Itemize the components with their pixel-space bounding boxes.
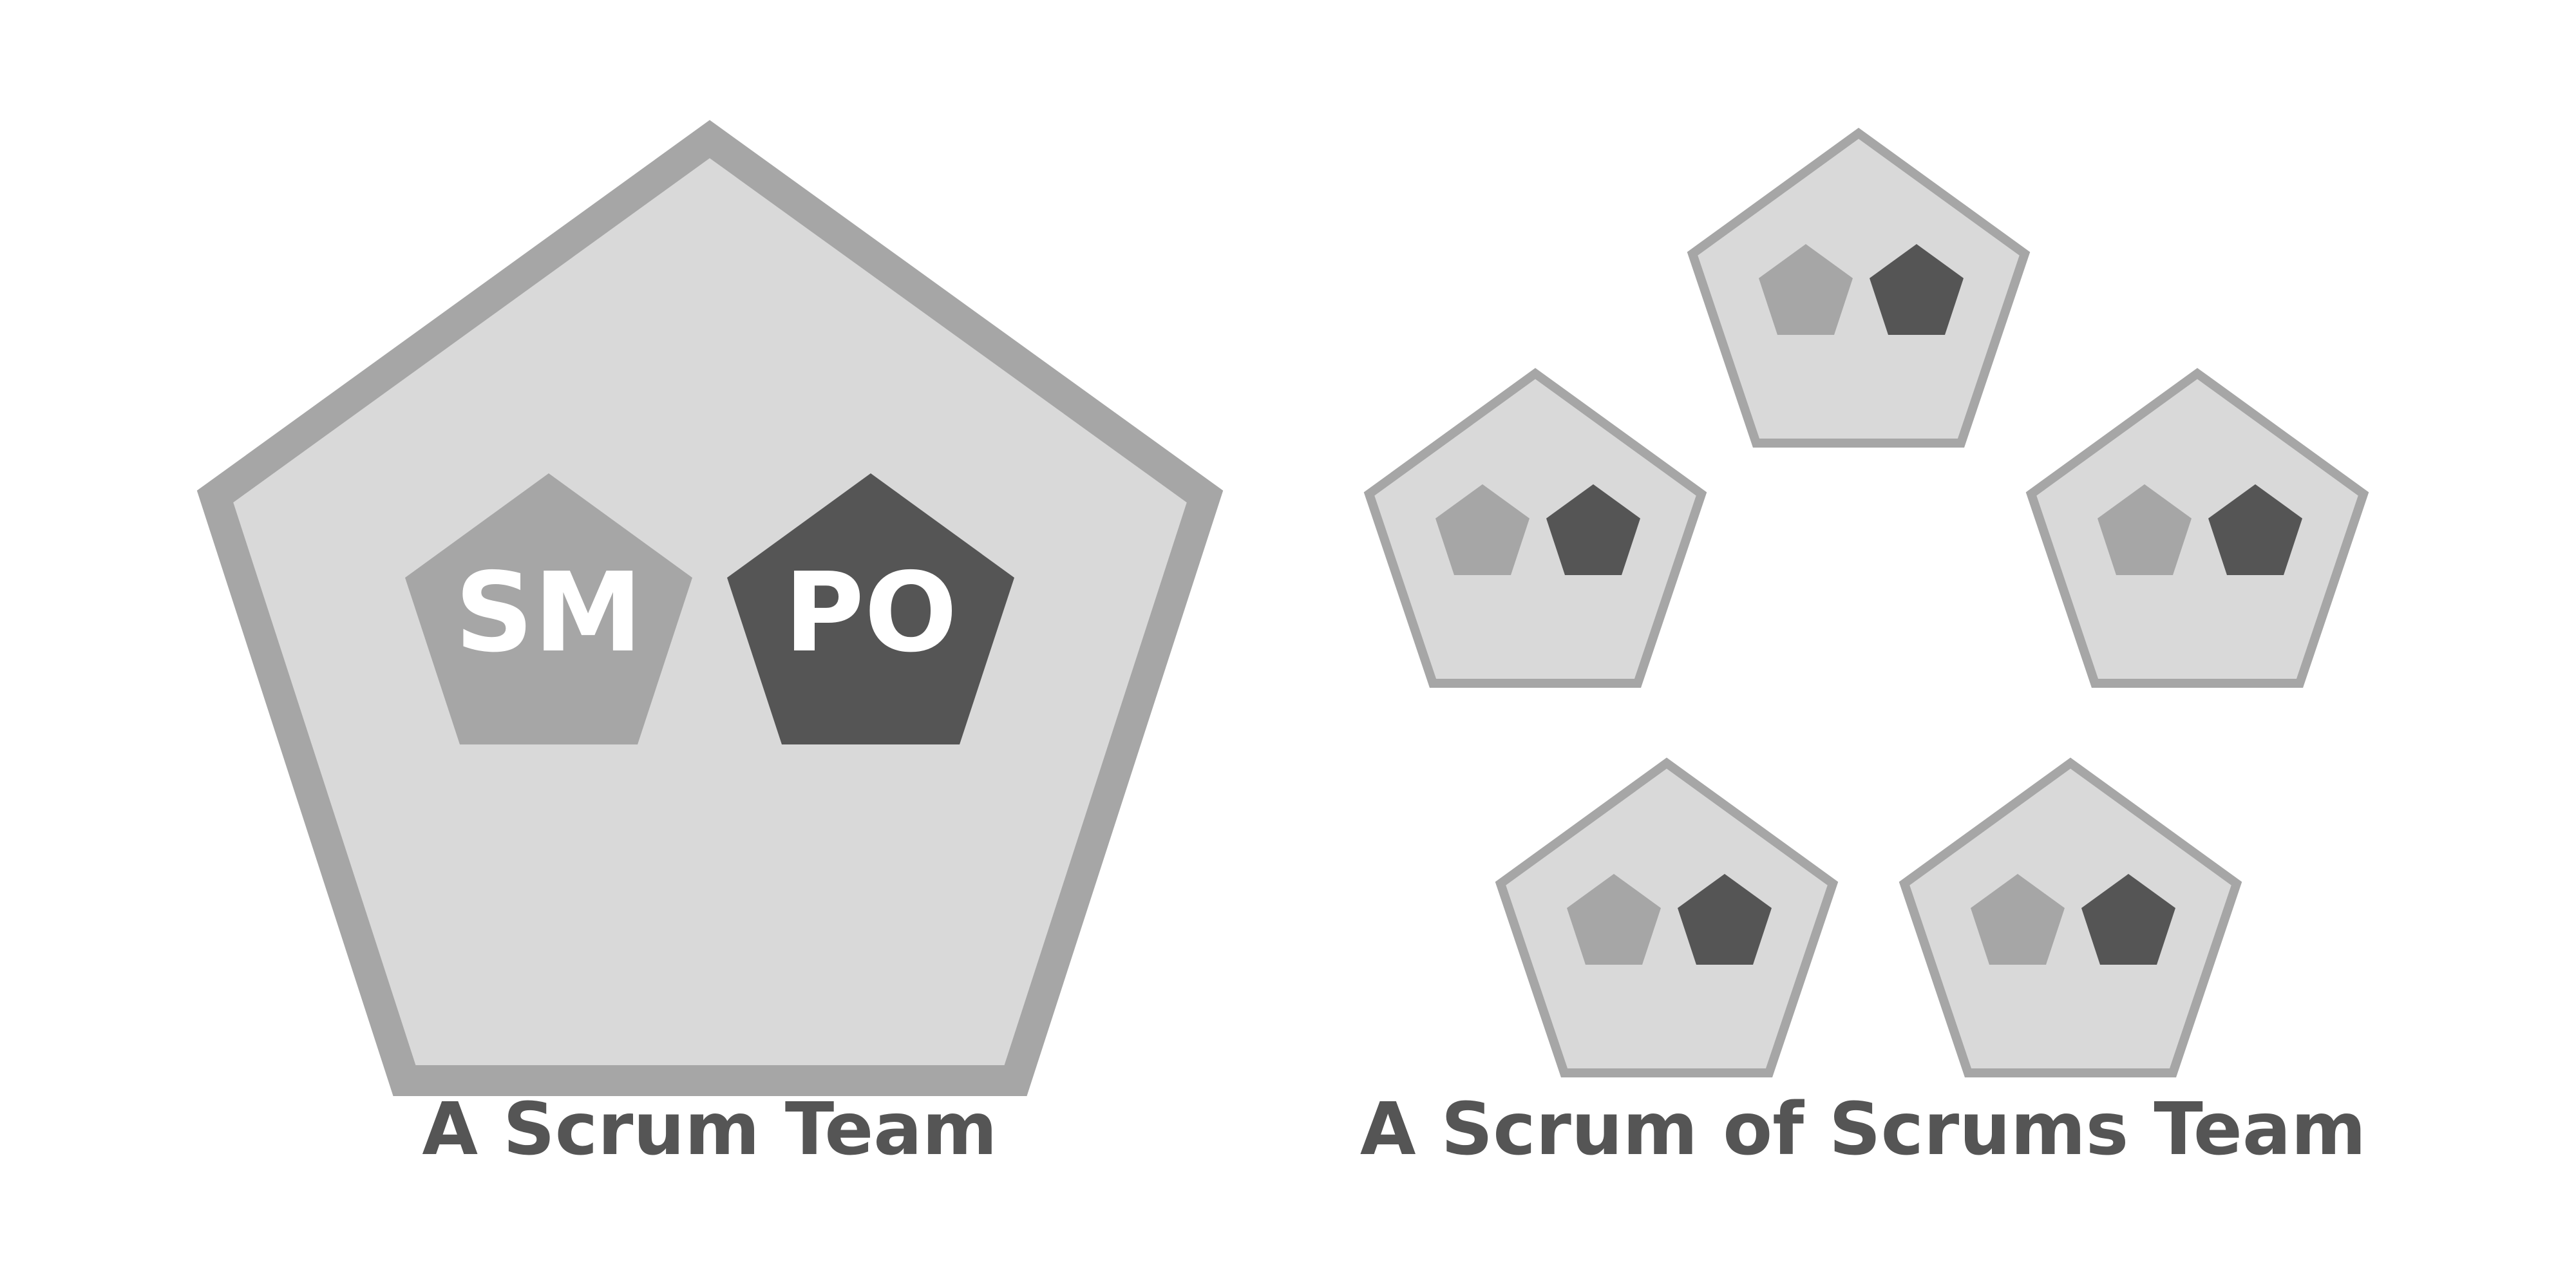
sos-team-1-product-owner — [1870, 244, 1964, 335]
sos-team-3-scrum-master — [2098, 484, 2192, 575]
sos-team-3-product-owner — [2208, 484, 2302, 575]
sos-team-5-scrum-master — [1971, 874, 2065, 965]
scrum-master-pentagon — [405, 473, 692, 744]
product-owner-pentagon — [727, 473, 1014, 744]
scrum-team-group: SM PO A Scrum Team — [196, 120, 1224, 1171]
sos-team-5-product-owner — [2081, 874, 2175, 965]
scrum-team-caption: A Scrum Team — [422, 1088, 997, 1171]
sos-team-pentagon — [1687, 128, 2031, 448]
sos-team-pentagon — [2025, 368, 2369, 688]
product-owner-label: PO — [784, 549, 957, 677]
sos-team-4-scrum-master — [1567, 874, 1661, 965]
scrum-of-scrums-caption: A Scrum of Scrums Team — [1360, 1088, 2366, 1171]
sos-team-pentagon — [1495, 757, 1839, 1077]
sos-team-1-scrum-master — [1759, 244, 1853, 335]
sos-team-3-pentagon — [2025, 368, 2369, 688]
sos-team-2-pentagon — [1363, 368, 1707, 688]
scrum-of-scrums-group: A Scrum of Scrums Team — [1360, 128, 2369, 1171]
sos-team-2-scrum-master — [1435, 484, 1530, 575]
sos-team-2-product-owner — [1546, 484, 1640, 575]
scrum-master-label: SM — [455, 549, 643, 677]
sos-team-4-product-owner — [1678, 874, 1772, 965]
sos-team-5-pentagon — [1899, 757, 2242, 1077]
sos-team-4-pentagon — [1495, 757, 1839, 1077]
sos-team-1-pentagon — [1687, 128, 2031, 448]
sos-team-pentagon — [1363, 368, 1707, 688]
sos-team-pentagon — [1899, 757, 2242, 1077]
scrum-team-outer-pentagon — [196, 120, 1224, 1096]
